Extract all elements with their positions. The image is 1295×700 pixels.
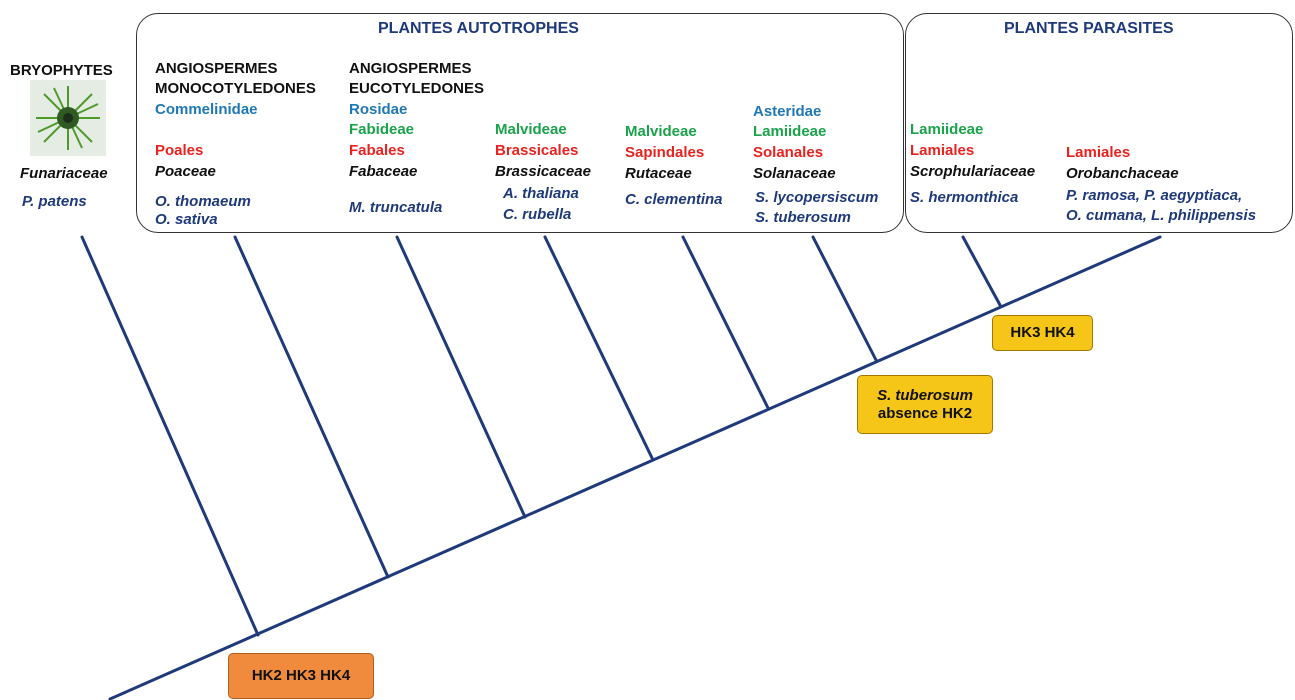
- ruta-order: Sapindales: [625, 144, 705, 161]
- branch-monocots: [233, 235, 390, 579]
- branch-solanaceae: [811, 235, 878, 362]
- sola-subclass: Asteridae: [753, 103, 822, 120]
- mono-group1: ANGIOSPERMES: [155, 60, 278, 77]
- callout-parasite-text: HK3 HK4: [1010, 324, 1075, 341]
- scro-family: Scrophulariaceae: [910, 163, 1036, 180]
- callout-parasite-hk: HK3 HK4: [992, 315, 1093, 351]
- brass-family: Brassicaceae: [495, 163, 591, 180]
- ruta-species-1: C. clementina: [625, 191, 723, 208]
- scro-species-1: S. hermonthica: [910, 189, 1019, 206]
- callout-base-text: HK2 HK3 HK4: [251, 667, 351, 684]
- parasites-box: [905, 13, 1293, 233]
- callout-tuberosum: S. tuberosum absence HK2: [857, 375, 993, 434]
- mono-order: Poales: [155, 142, 204, 159]
- callout-base-hk: HK2 HK3 HK4: [228, 653, 374, 699]
- branch-fabaceae: [395, 235, 527, 519]
- ruta-family: Rutaceae: [625, 165, 692, 182]
- callout-tuberosum-note: absence HK2: [877, 404, 973, 422]
- sola-family: Solanaceae: [753, 165, 836, 182]
- eudi-species-1: M. truncatula: [349, 199, 443, 216]
- mono-species-2: O. sativa: [155, 211, 218, 228]
- brass-species-1: A. thaliana: [503, 185, 579, 202]
- mono-group2: MONOCOTYLEDONES: [155, 80, 316, 97]
- orob-species-1: P. ramosa, P. aegyptiaca,: [1066, 187, 1243, 204]
- brass-order: Brassicales: [495, 142, 579, 159]
- sola-superorder: Lamiideae: [753, 123, 827, 140]
- eudi-group1: ANGIOSPERMES: [349, 60, 472, 77]
- mono-family: Poaceae: [155, 163, 216, 180]
- moss-image: [30, 80, 106, 156]
- sola-species-1: S. lycopersiscum: [755, 189, 879, 206]
- autotrophes-box: [136, 13, 904, 233]
- branch-scrophulariaceae: [961, 235, 1002, 307]
- scro-superorder: Lamiideae: [910, 121, 984, 138]
- scro-order: Lamiales: [910, 142, 975, 159]
- eudi-group2: EUCOTYLEDONES: [349, 80, 485, 97]
- ruta-superorder: Malvideae: [625, 123, 697, 140]
- bryophytes-species: P. patens: [22, 193, 87, 210]
- sola-order: Solanales: [753, 144, 824, 161]
- branch-brassicaceae: [543, 235, 655, 462]
- branch-bryophytes: [80, 235, 260, 637]
- callout-tuberosum-species: S. tuberosum: [877, 386, 973, 404]
- mono-species-1: O. thomaeum: [155, 193, 251, 210]
- eudi-order: Fabales: [349, 142, 405, 159]
- bryophytes-title: BRYOPHYTES: [10, 62, 113, 79]
- autotrophes-title: PLANTES AUTOTROPHES: [378, 20, 579, 37]
- mono-subclass: Commelinidae: [155, 101, 258, 118]
- brass-superorder: Malvideae: [495, 121, 567, 138]
- parasites-title: PLANTES PARASITES: [1004, 20, 1174, 37]
- eudi-subclass: Rosidae: [349, 101, 408, 118]
- branch-rutaceae: [681, 235, 770, 410]
- orob-family: Orobanchaceae: [1066, 165, 1179, 182]
- tree-trunk: [108, 235, 1162, 700]
- eudi-family: Fabaceae: [349, 163, 418, 180]
- orob-order: Lamiales: [1066, 144, 1131, 161]
- eudi-superorder: Fabideae: [349, 121, 415, 138]
- orob-species-2: O. cumana, L. philippensis: [1066, 207, 1257, 224]
- sola-species-2: S. tuberosum: [755, 209, 851, 226]
- brass-species-2: C. rubella: [503, 206, 572, 223]
- bryophytes-family: Funariaceae: [20, 165, 108, 182]
